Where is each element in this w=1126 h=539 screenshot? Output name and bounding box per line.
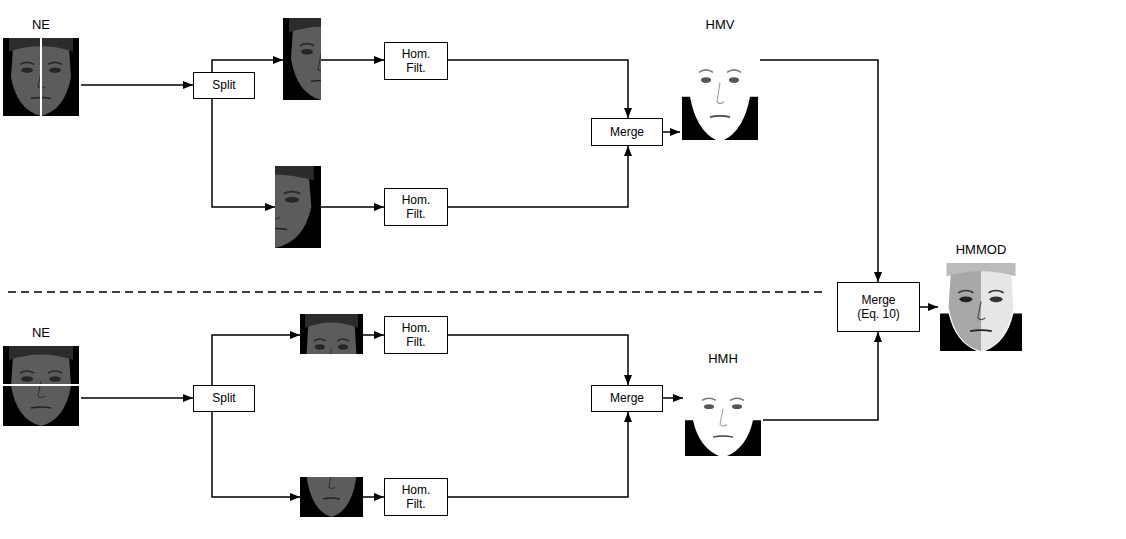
image-panel: NE: [1, 323, 81, 426]
face-image: [3, 346, 79, 426]
face-image: [3, 38, 79, 116]
image-label: HMV: [680, 15, 760, 35]
process-box: Hom. Filt.: [384, 188, 448, 226]
box-label: Merge: [610, 391, 644, 405]
image-label: NE: [1, 15, 81, 35]
separator-line: [8, 291, 825, 293]
process-box: Merge: [591, 118, 663, 146]
box-label: Split: [212, 391, 235, 405]
face-image: [685, 372, 761, 456]
half-face-image: [229, 166, 321, 248]
box-label: Hom. Filt.: [394, 193, 438, 222]
flow-arrow: [448, 60, 628, 118]
image-panel: NE: [1, 15, 81, 116]
process-box: Merge (Eq. 10): [837, 282, 920, 332]
image-panel: HMH: [683, 349, 763, 456]
half-face-image: [300, 437, 363, 517]
flow-arrow: [760, 60, 878, 282]
split-line: [3, 384, 79, 386]
image-label: HMH: [683, 349, 763, 369]
process-box: Split: [193, 385, 255, 412]
arrowhead: [290, 493, 300, 501]
image-panel: HMV: [680, 15, 760, 140]
flow-arrow: [448, 412, 628, 497]
flow-arrow: [448, 146, 628, 207]
process-box: Merge: [591, 385, 663, 412]
flow-arrow: [81, 84, 193, 86]
face-image: [682, 38, 758, 140]
box-label: Hom. Filt.: [394, 321, 438, 350]
face-image: [940, 263, 1022, 351]
box-label: Hom. Filt.: [394, 483, 438, 512]
process-box: Hom. Filt.: [384, 316, 448, 354]
box-label: Split: [212, 78, 235, 92]
flow-arrow: [763, 332, 878, 420]
flow-arrow: [448, 335, 628, 385]
image-label: HMMOD: [938, 240, 1024, 260]
arrowhead: [265, 203, 275, 211]
box-label: Merge (Eq. 10): [850, 293, 908, 322]
arrowhead: [273, 56, 283, 64]
split-line: [40, 38, 42, 116]
flow-arrow: [81, 397, 193, 399]
image-label: NE: [1, 323, 81, 343]
flow-arrow: [920, 306, 938, 308]
box-label: Hom. Filt.: [394, 47, 438, 76]
process-box: Split: [193, 72, 255, 99]
process-box: Hom. Filt.: [384, 42, 448, 80]
arrowhead: [290, 331, 300, 339]
half-face-image: [283, 18, 359, 100]
box-label: Merge: [610, 125, 644, 139]
image-panel: HMMOD: [938, 240, 1024, 351]
flow-arrow: [663, 131, 680, 133]
half-face-image: [300, 314, 363, 394]
process-box: Hom. Filt.: [384, 478, 448, 516]
flow-arrow: [663, 397, 683, 399]
